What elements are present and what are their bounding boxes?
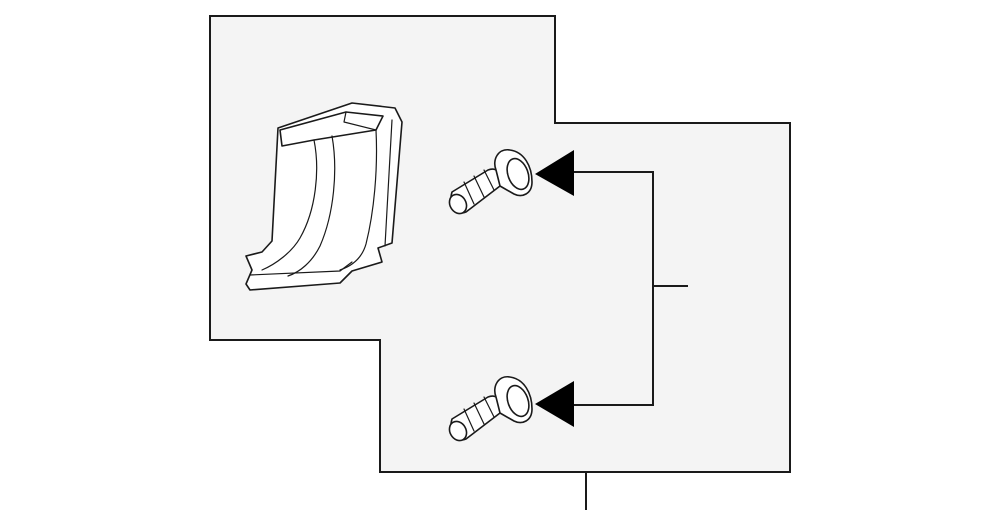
upper-arrowhead [535,150,574,196]
callout-bracket [572,171,654,406]
lower-screw [448,376,533,442]
upper-screw [448,149,533,215]
trim-cover-part [245,102,403,291]
screw-callout [535,150,688,427]
lower-arrowhead [535,381,574,427]
